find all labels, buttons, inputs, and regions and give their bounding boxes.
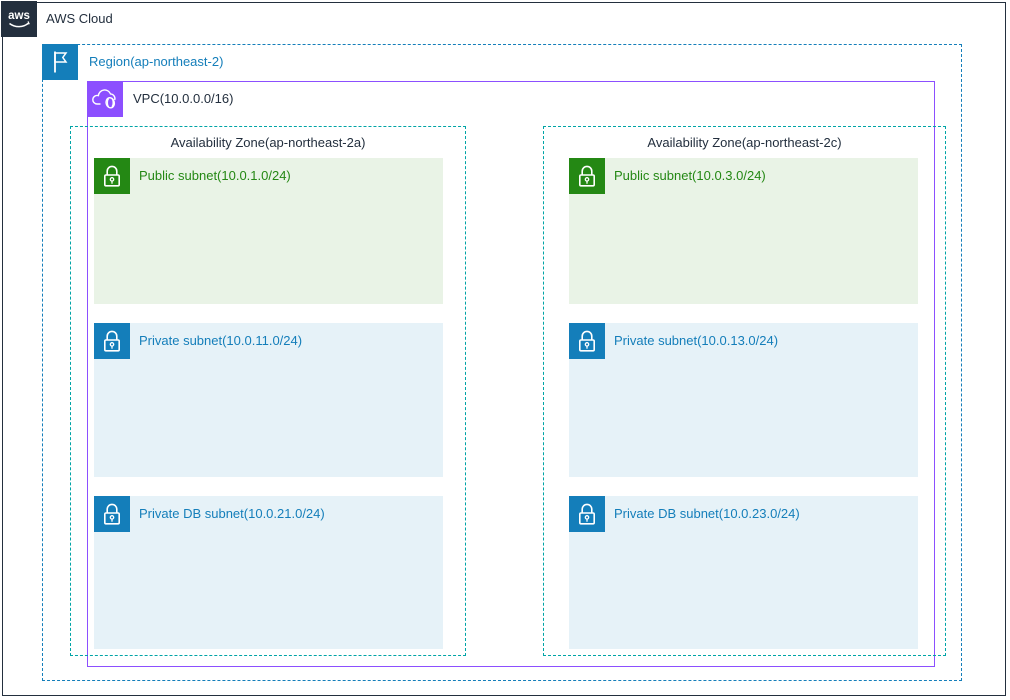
lock-icon [94, 323, 130, 359]
private-subnet-a-label: Private subnet(10.0.11.0/24) [139, 333, 303, 348]
lock-icon [94, 158, 130, 194]
public-subnet-c-label: Public subnet(10.0.3.0/24) [614, 168, 766, 183]
availability-zone-c: Availability Zone(ap-northeast-2c) Publi… [543, 126, 946, 656]
aws-logo-text: aws [8, 10, 30, 22]
private-db-subnet-c-label: Private DB subnet(10.0.23.0/24) [614, 506, 800, 521]
aws-cloud-title: AWS Cloud [46, 11, 113, 26]
private-db-subnet-c: Private DB subnet(10.0.23.0/24) [569, 496, 918, 649]
region-container: Region(ap-northeast-2) VPC(10.0.0.0/16) … [42, 44, 962, 681]
private-db-subnet-a-label: Private DB subnet(10.0.21.0/24) [139, 506, 325, 521]
lock-icon [569, 323, 605, 359]
private-subnet-c: Private subnet(10.0.13.0/24) [569, 323, 918, 477]
lock-icon [94, 496, 130, 532]
flag-icon [42, 44, 78, 80]
private-subnet-a: Private subnet(10.0.11.0/24) [94, 323, 443, 477]
lock-icon [569, 158, 605, 194]
public-subnet-a: Public subnet(10.0.1.0/24) [94, 158, 443, 304]
vpc-cloud-icon [87, 81, 123, 117]
private-db-subnet-a: Private DB subnet(10.0.21.0/24) [94, 496, 443, 649]
availability-zone-c-label: Availability Zone(ap-northeast-2c) [647, 135, 842, 150]
region-label: Region(ap-northeast-2) [89, 54, 224, 69]
vpc-label: VPC(10.0.0.0/16) [133, 91, 234, 106]
aws-logo-icon: aws [1, 1, 37, 37]
lock-icon [569, 496, 605, 532]
availability-zone-a-label: Availability Zone(ap-northeast-2a) [170, 135, 366, 150]
availability-zone-a: Availability Zone(ap-northeast-2a) Publi… [70, 126, 466, 656]
private-subnet-c-label: Private subnet(10.0.13.0/24) [614, 333, 779, 348]
public-subnet-a-label: Public subnet(10.0.1.0/24) [139, 168, 291, 183]
vpc-container: VPC(10.0.0.0/16) Availability Zone(ap-no… [70, 81, 946, 667]
public-subnet-c: Public subnet(10.0.3.0/24) [569, 158, 918, 304]
